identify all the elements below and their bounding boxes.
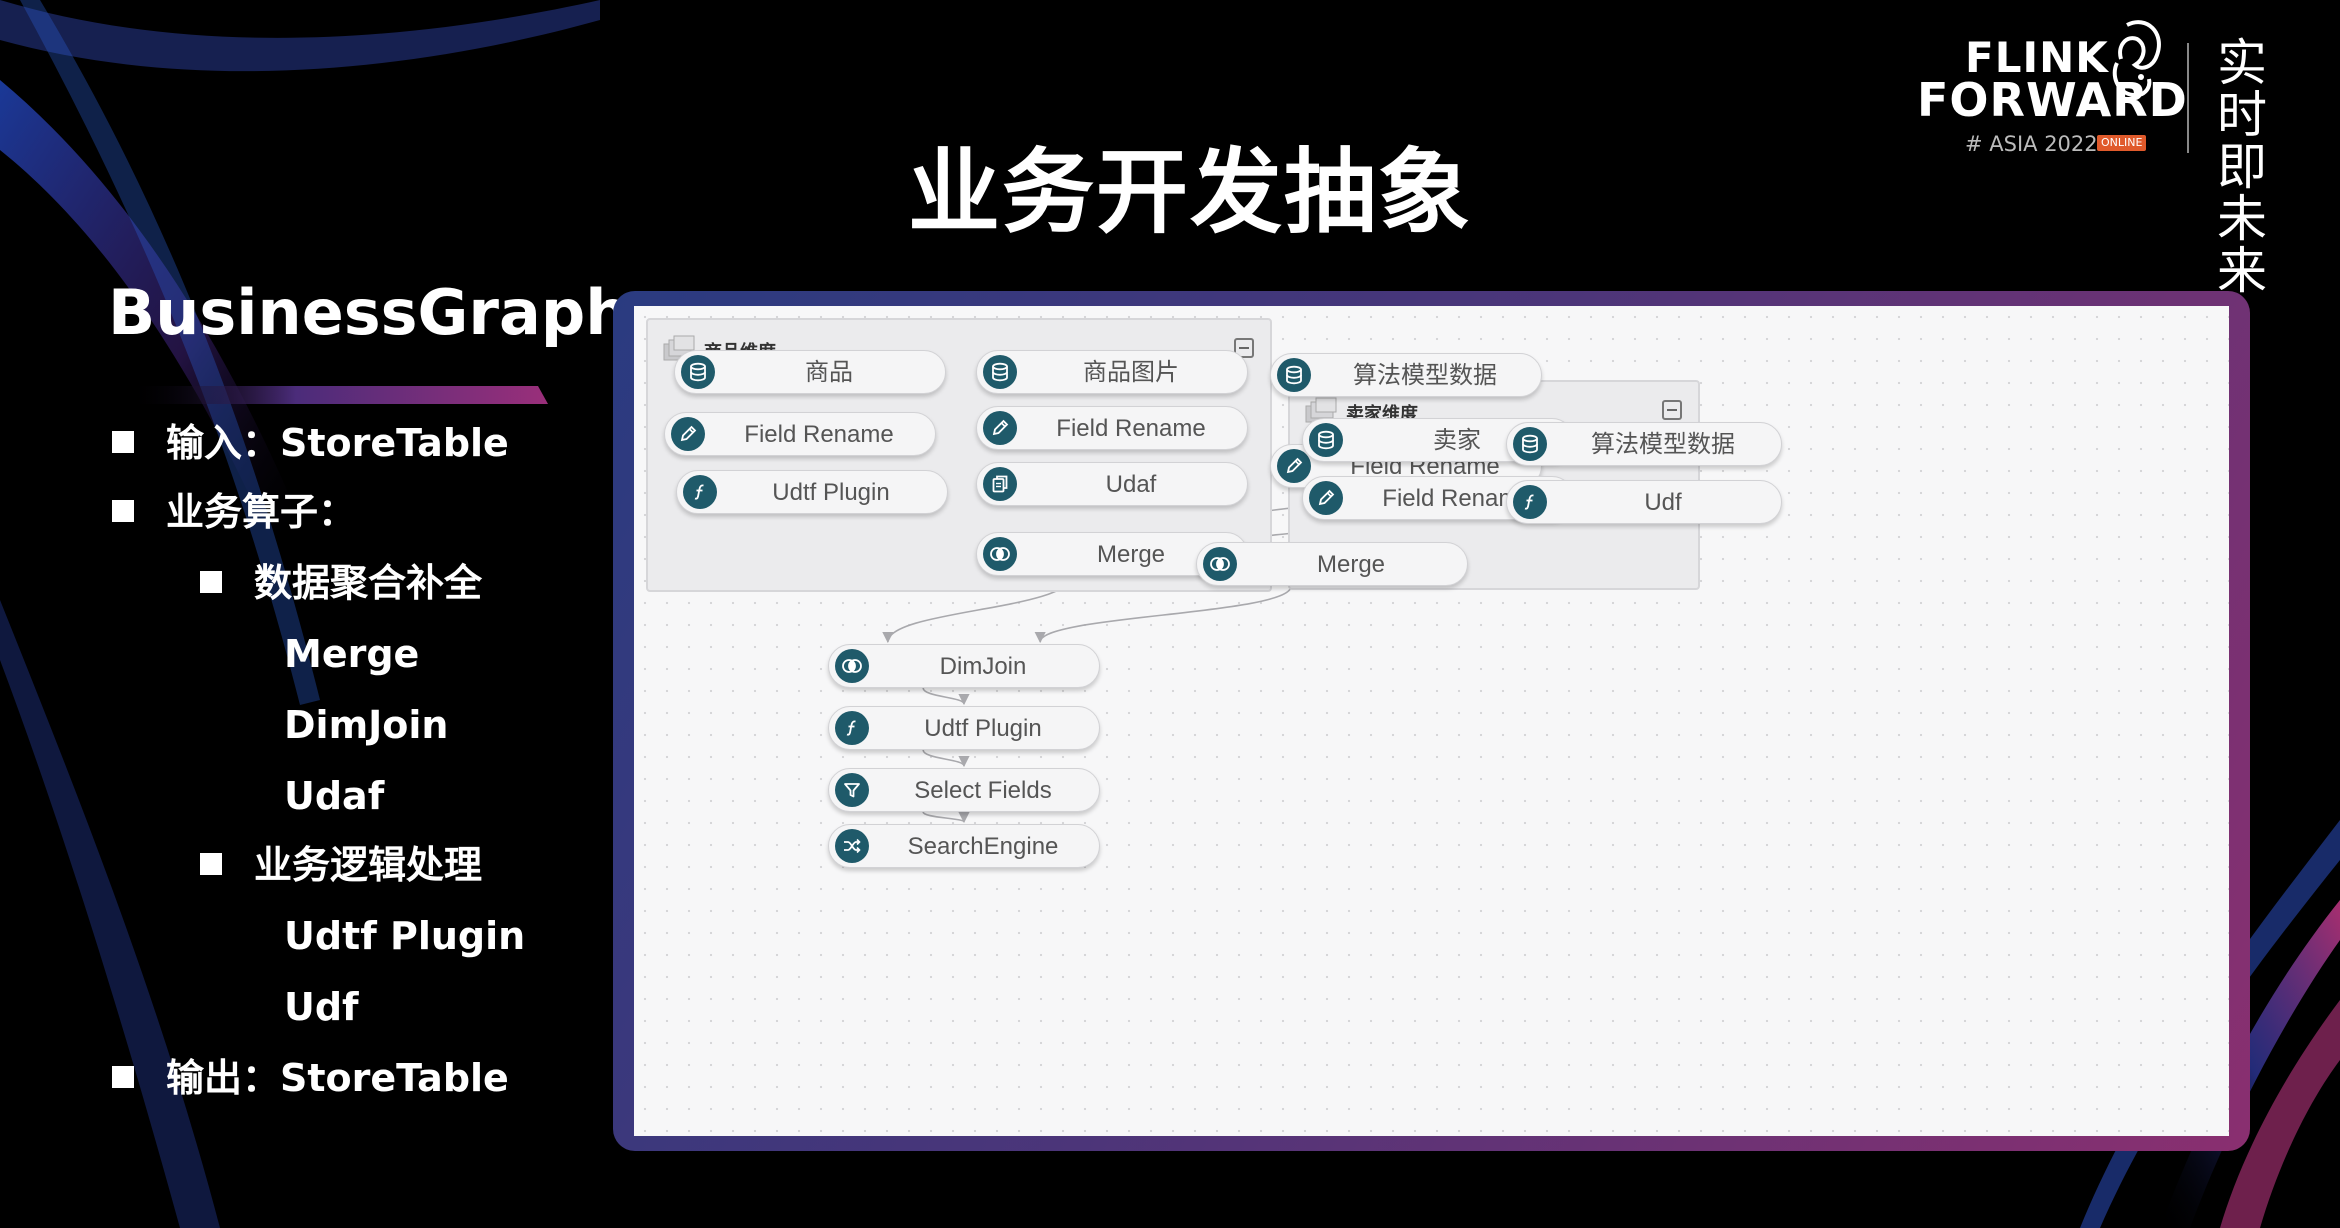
node-label: Merge [1096,541,1166,568]
database-icon [1513,427,1547,461]
node-n13[interactable]: Udf [1506,480,1782,524]
database-icon [681,355,715,389]
flink-forward-logo: FLINK FORWARD # ASIA 2022 ONLINE 实时即未来 [1915,15,2335,297]
database-icon [983,355,1017,389]
node-label: Select Fields [914,777,1052,804]
node-label: Udtf Plugin [772,479,890,506]
node-n5[interactable]: Field Rename [976,406,1248,450]
node-label: SearchEngine [907,833,1059,860]
bullet-item: Udaf [284,773,384,819]
bullet-item: 数据聚合补全 [200,560,482,606]
document-icon [983,467,1017,501]
node-n15[interactable]: DimJoin [828,644,1100,688]
function-icon [835,711,869,745]
bullet-item: 输入：StoreTable [112,420,509,466]
bullet-item: 输出：StoreTable [112,1055,509,1101]
bullet-item: Merge [284,631,419,677]
section-heading: BusinessGraph [108,276,630,349]
edge [1034,585,1292,644]
node-label: Udf [1644,489,1682,516]
bullet-text: Udtf Plugin [284,914,526,958]
logo-slogan: 实时即未来 [2217,34,2267,300]
logo-divider [2187,43,2189,153]
shuffle-icon [835,829,869,863]
bullet-item: 业务逻辑处理 [200,842,482,888]
node-label: 商品 [805,359,853,386]
logo-line1: FLINK [1965,33,2109,82]
logo-line2: FORWARD [1917,73,2188,127]
node-n11[interactable]: 算法模型数据 [1506,422,1782,466]
edge [922,749,970,768]
node-n14[interactable]: Merge [1196,542,1468,586]
merge-icon [983,537,1017,571]
bullet-text: 输入：StoreTable [166,421,509,465]
node-label: Field Rename [744,421,894,448]
node-n3[interactable]: 算法模型数据 [1270,353,1542,397]
function-icon [683,475,717,509]
bullet-text: 输出：StoreTable [166,1056,509,1100]
node-label: 算法模型数据 [1353,362,1497,389]
pencil-icon [1277,449,1311,483]
bullet-square-icon [200,570,222,593]
merge-icon [835,649,869,683]
node-n1[interactable]: 商品 [674,350,946,394]
node-label: DimJoin [939,653,1027,680]
node-n8[interactable]: Udaf [976,462,1248,506]
bullet-text: Merge [284,632,420,676]
bullet-text: 业务逻辑处理 [254,843,483,887]
node-label: Merge [1316,551,1386,578]
bullet-square-icon [112,430,134,453]
collapse-icon[interactable] [1234,338,1254,358]
node-label: Field Rename [1056,415,1206,442]
bullet-text: Udaf [284,774,385,818]
merge-icon [1203,547,1237,581]
node-n7[interactable]: Udtf Plugin [676,470,948,514]
pencil-icon [671,417,705,451]
bullet-text: DimJoin [284,703,449,747]
edge [922,811,970,824]
function-icon [1513,485,1547,519]
logo-badge: ONLINE [2097,135,2147,151]
pencil-icon [1309,481,1343,515]
database-icon [1309,423,1343,457]
bullet-square-icon [112,499,134,522]
bullet-item: DimJoin [284,702,449,748]
bullet-item: 业务算子： [112,489,356,535]
node-n18[interactable]: SearchEngine [828,824,1100,868]
page-title: 业务开发抽象 [907,139,1472,246]
bullet-square-icon [112,1065,134,1088]
node-n4[interactable]: Field Rename [664,412,936,456]
node-n17[interactable]: Select Fields [828,768,1100,812]
bullet-text: Udf [284,985,359,1029]
logo-edition: # ASIA 2022 [1965,132,2098,156]
bullet-item: Udf [284,984,359,1030]
bullet-square-icon [200,852,222,875]
node-label: 卖家 [1433,427,1481,454]
bullet-item: Udtf Plugin [284,913,525,959]
node-label: Udaf [1105,471,1157,498]
bullet-text: 业务算子： [166,490,357,534]
database-icon [1277,358,1311,392]
node-label: Udtf Plugin [924,715,1042,742]
squirrel-mascot-icon [2112,20,2161,98]
node-label: 商品图片 [1083,359,1179,386]
filter-icon [835,773,869,807]
edge [922,687,970,706]
collapse-icon[interactable] [1662,400,1682,420]
node-n2[interactable]: 商品图片 [976,350,1248,394]
bullet-text: 数据聚合补全 [254,561,483,605]
heading-underline [128,386,548,404]
node-n16[interactable]: Udtf Plugin [828,706,1100,750]
pencil-icon [983,411,1017,445]
node-label: 算法模型数据 [1591,431,1735,458]
